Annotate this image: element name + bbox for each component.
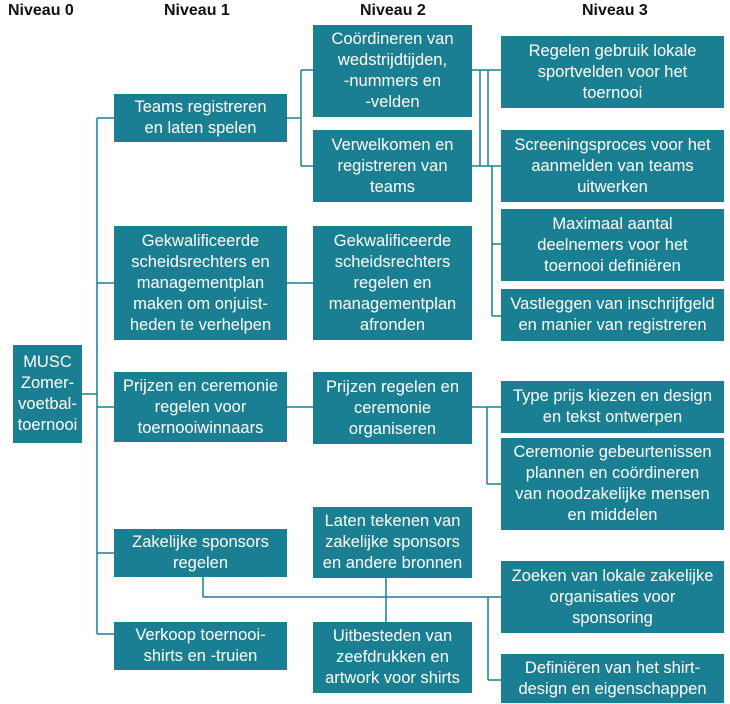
node-root: MUSC Zomer- voetbal- toernooi (13, 345, 82, 443)
header-niveau-1: Niveau 1 (164, 2, 230, 19)
node-l3-fee-label: Vastleggen van inschrijfgeld en manier v… (510, 295, 715, 334)
node-l3-ceremony-label: Ceremonie gebeurtenissen plannen en coör… (513, 443, 712, 524)
node-l3-ceremony: Ceremonie gebeurtenissen plannen en coör… (501, 438, 724, 530)
node-l2-referees-label: Gekwalificeerde scheidsrechters regelen … (328, 231, 457, 334)
node-l3-search-label: Zoeken van lokale zakelijke organisaties… (511, 566, 714, 627)
header-niveau-2: Niveau 2 (360, 2, 426, 19)
node-l1-shirts: Verkoop toernooi- shirts en -truien (114, 622, 287, 670)
node-l1-referees-label: Gekwalificeerde scheidsrechters en manag… (129, 231, 272, 334)
node-l1-referees: Gekwalificeerde scheidsrechters en manag… (114, 226, 287, 340)
node-l3-max-label: Maximaal aantal deelnemers voor het toer… (537, 214, 688, 275)
node-l2-signing-label: Laten tekenen van zakelijke sponsors en … (322, 512, 463, 572)
node-l3-design: Definiëren van het shirt- design en eige… (501, 654, 724, 703)
node-l2-outsource: Uitbesteden van zeefdrukken en artwork v… (313, 622, 472, 693)
node-l3-max: Maximaal aantal deelnemers voor het toer… (501, 209, 724, 281)
node-l2-welcome: Verwelkomen en registreren van teams (313, 130, 472, 202)
node-l1-sponsors-label: Zakelijke sponsors regelen (132, 533, 269, 572)
node-l2-signing: Laten tekenen van zakelijke sponsors en … (313, 507, 472, 578)
node-l2-coord-label: Coördineren van wedstrijdtijden, -nummer… (331, 30, 454, 111)
node-l1-shirts-label: Verkoop toernooi- shirts en -truien (135, 626, 266, 665)
node-l3-prize-type-label: Type prijs kiezen en design en tekst ont… (512, 387, 713, 426)
node-l2-referees: Gekwalificeerde scheidsrechters regelen … (313, 226, 472, 340)
node-root-label: MUSC Zomer- voetbal- toernooi (17, 353, 78, 434)
node-l2-welcome-label: Verwelkomen en registreren van teams (331, 135, 454, 196)
node-l3-fields-label: Regelen gebruik lokale sportvelden voor … (528, 41, 697, 102)
node-l1-teams: Teams registreren en laten spelen (114, 94, 287, 142)
node-l2-outsource-label: Uitbesteden van zeefdrukken en artwork v… (325, 627, 460, 687)
node-l2-prizes-label: Prijzen regelen en ceremonie organiseren (326, 377, 459, 438)
node-l1-sponsors: Zakelijke sponsors regelen (114, 529, 287, 577)
node-l2-coord: Coördineren van wedstrijdtijden, -nummer… (313, 25, 472, 117)
node-l1-prizes: Prijzen en ceremonie regelen voor toerno… (114, 372, 287, 442)
node-l3-design-label: Definiëren van het shirt- design en eige… (518, 658, 707, 698)
header-niveau-3: Niveau 3 (582, 2, 648, 19)
node-l3-prize-type: Type prijs kiezen en design en tekst ont… (501, 381, 724, 433)
node-l3-fields: Regelen gebruik lokale sportvelden voor … (501, 36, 724, 108)
node-l1-teams-label: Teams registreren en laten spelen (134, 98, 267, 137)
node-l3-fee: Vastleggen van inschrijfgeld en manier v… (501, 289, 724, 341)
node-l3-screening: Screeningsproces voor het aanmelden van … (501, 130, 724, 202)
header-niveau-0: Niveau 0 (8, 2, 74, 19)
node-l3-search: Zoeken van lokale zakelijke organisaties… (501, 561, 724, 633)
node-l2-prizes: Prijzen regelen en ceremonie organiseren (313, 372, 472, 444)
node-l3-screening-label: Screeningsproces voor het aanmelden van … (514, 135, 711, 196)
node-l1-prizes-label: Prijzen en ceremonie regelen voor toerno… (123, 376, 278, 437)
